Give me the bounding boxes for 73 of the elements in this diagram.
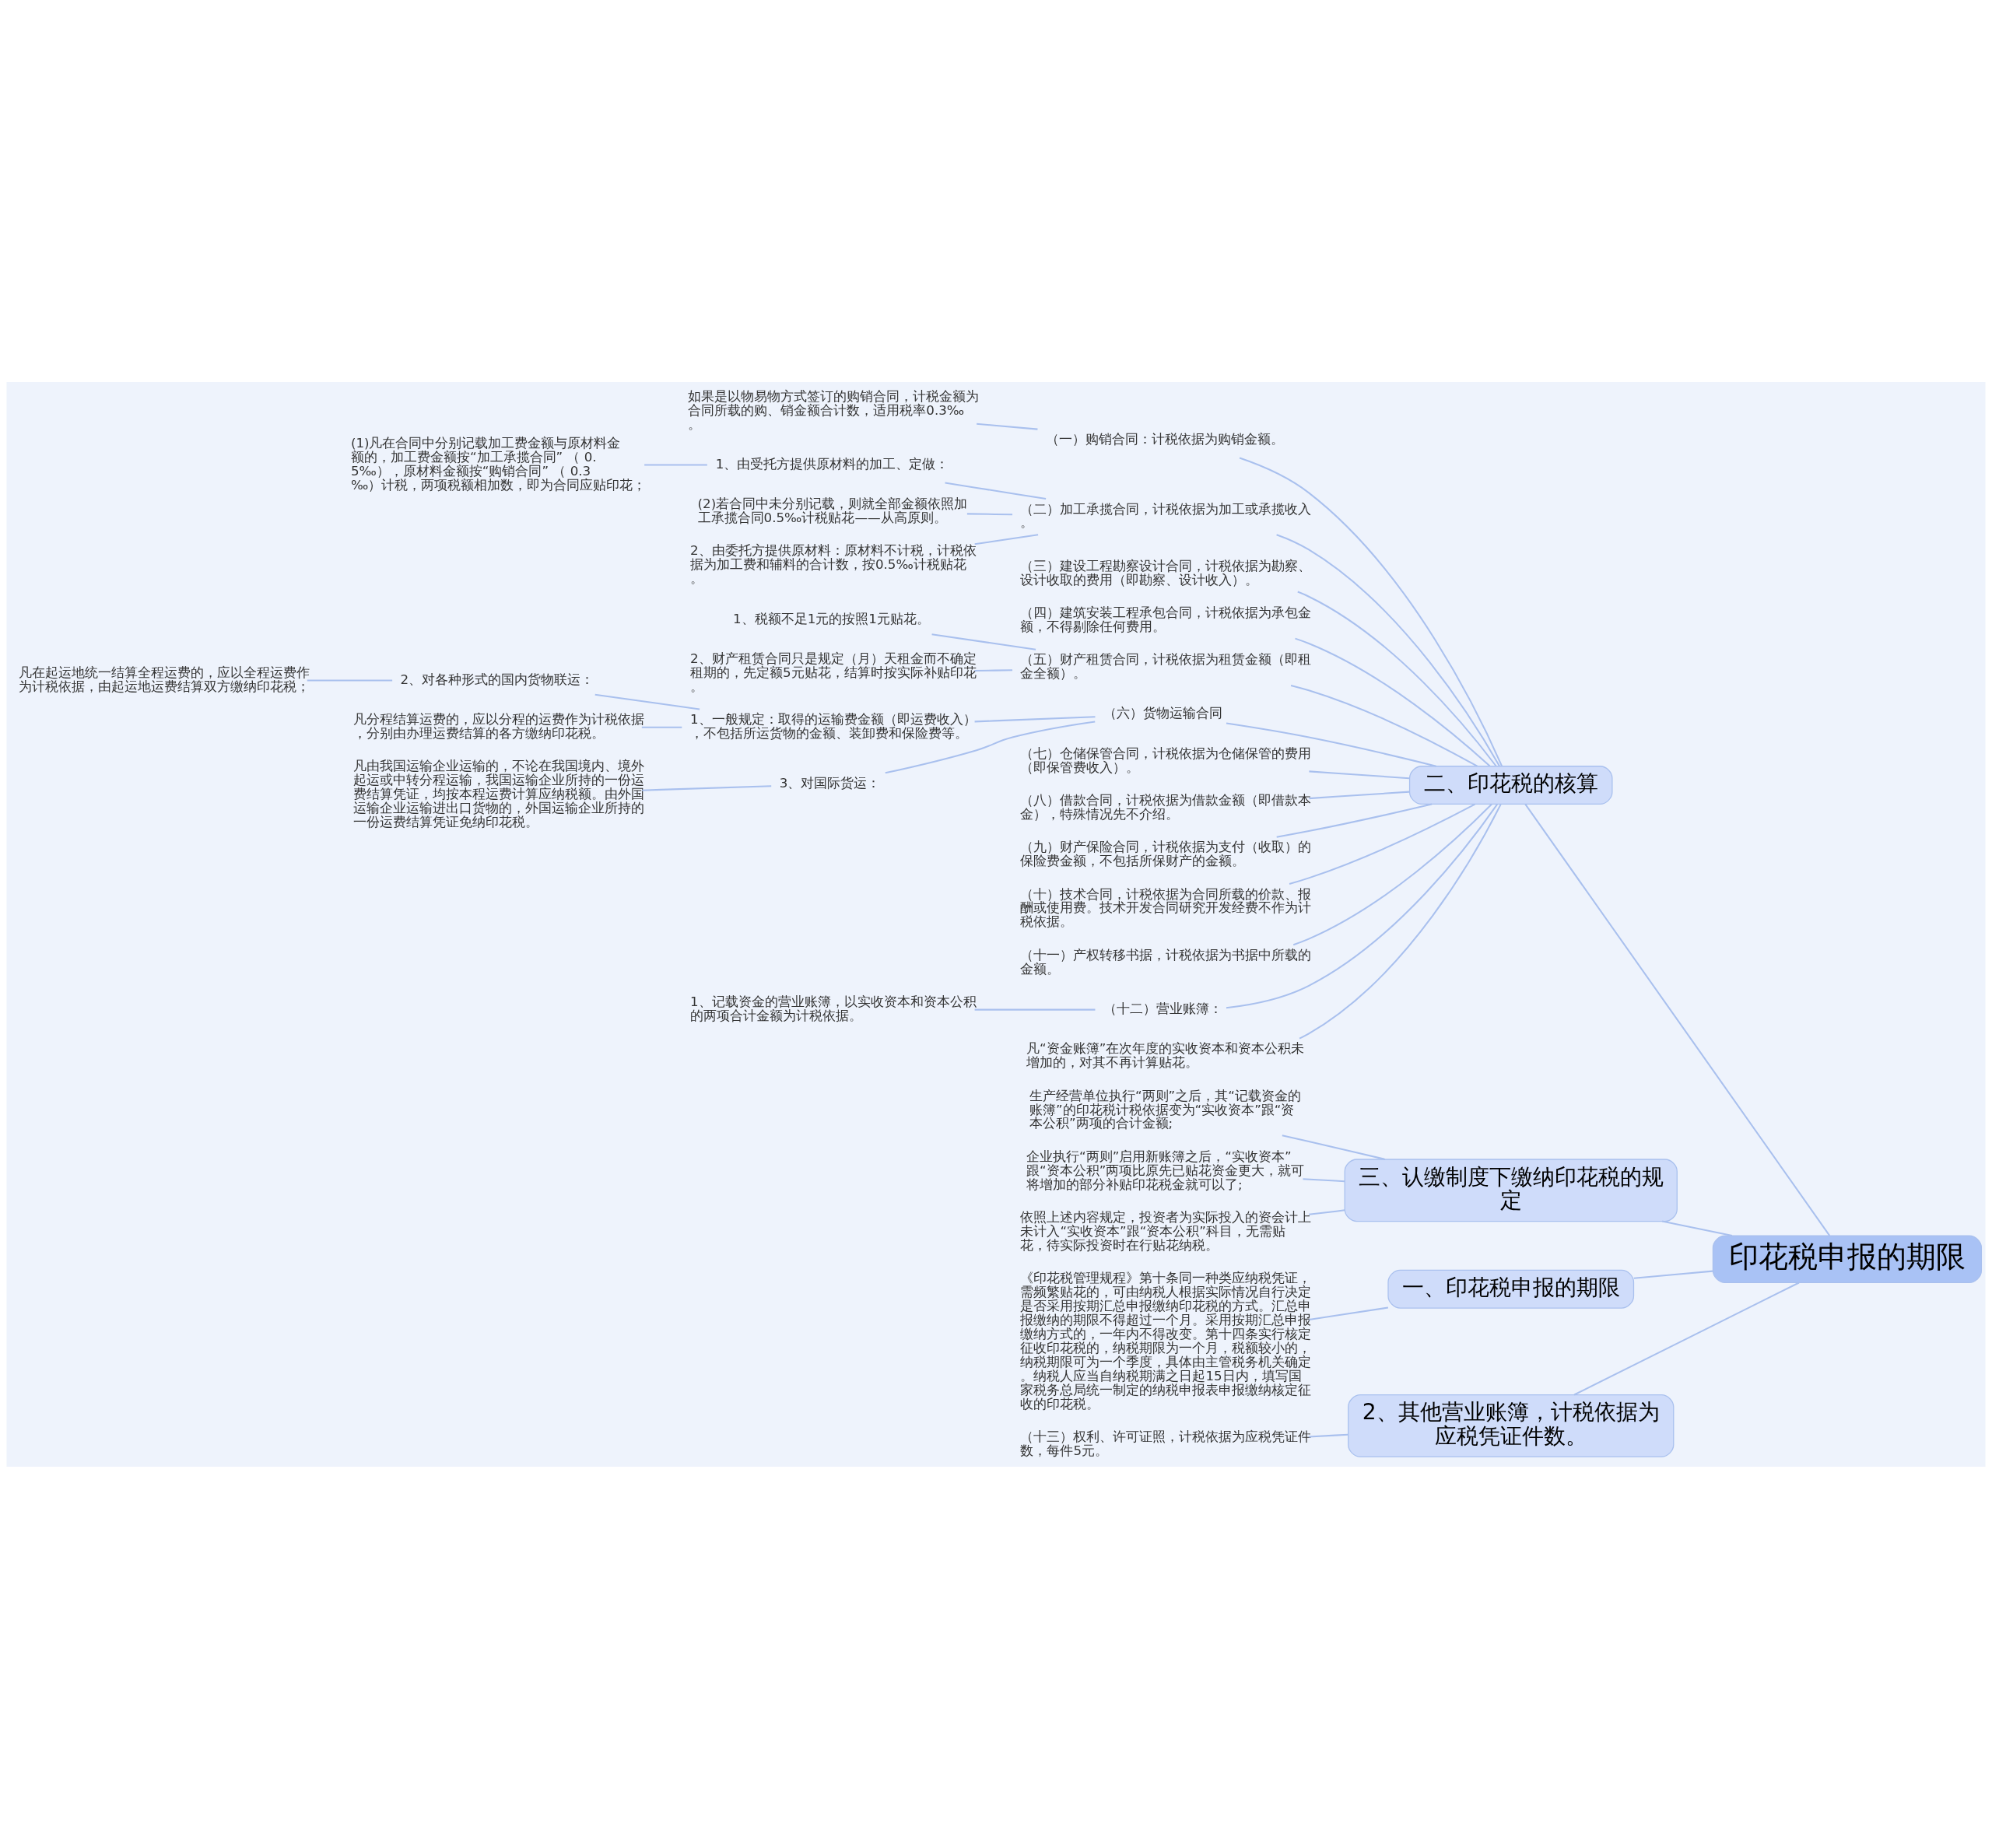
node-text: （十二）营业账簿： — [1103, 1001, 1222, 1016]
connector — [974, 715, 1096, 722]
node-text: 依照上述内容规定，投资者为实际投入的资会计上未计入“实收资本”跟“资本公积”科目，无需贴花，待实际投资时在行贴花纳税。 — [1020, 1209, 1312, 1253]
node-box: 2、其他营业账簿，计税依据为应税凭证件数。 — [1348, 1394, 1675, 1457]
node-text: 凡由我国运输企业运输的，不论在我国境内、境外起运或中转分程运输，我国运输企业所持的一份运费结算凭证，均按本程运费计算应纳税额。由外国运输企业运输进出口货物的，外国运输企业所持的一份运费结算凭证免纳印花税。 — [353, 758, 645, 829]
node-text: （十三）权利、许可证照，计税依据为应税凭证件数，每件5元。 — [1020, 1429, 1312, 1458]
node-text: 3、对国际货运： — [779, 775, 881, 791]
connector — [977, 423, 1038, 430]
node-text: （九）财产保险合同，计税依据为支付（收取）的保险费金额，不包括所保财产的金额。 — [1020, 839, 1312, 868]
node-text: 1、记载资金的营业账簿，以实收资本和资本公积的两项合计金额为计税依据。 — [689, 994, 977, 1023]
connector — [1276, 533, 1500, 766]
connector — [974, 668, 1013, 672]
node-text: （一）购销合同：计税依据为购销金额。 — [1046, 431, 1285, 447]
connector — [1292, 803, 1492, 945]
node-text: （八）借款合同，计税依据为借款金额（即借款本金），特殊情况先不介绍。 — [1020, 792, 1312, 822]
node-text: （十）技术合同，计税依据为合同所载的价款、报酬或使用费。技术开发合同研究开发经费不作为计税依据。 — [1020, 886, 1312, 929]
node-text: 1、由受托方提供原材料的加工、定做： — [715, 456, 949, 472]
connector — [1309, 770, 1410, 779]
connector — [307, 679, 393, 681]
node-text: 2、对各种形式的国内货物联运： — [400, 672, 594, 687]
connector — [1282, 1134, 1386, 1160]
node-text: (2)若合同中未分别记载，则就全部金额依照加工承揽合同0.5‰计税贴花——从高原则。 — [697, 496, 968, 525]
node-text: 如果是以物易物方式签订的购销合同，计税金额为合同所载的购、销金额合计数，适用税率0.3‰。 — [688, 388, 980, 431]
connector — [594, 693, 700, 710]
connector — [1661, 1220, 1733, 1236]
connector — [945, 482, 1047, 500]
connector — [1239, 457, 1503, 766]
connector — [1299, 803, 1502, 1040]
connector — [1309, 1208, 1345, 1215]
node-text: （五）财产租赁合同，计税依据为租赁金额（即租金全额）。 — [1020, 651, 1312, 681]
node-text: （七）仓储保管合同，计税依据为仓储保管的费用（即保管费收入）。 — [1020, 745, 1312, 775]
node-text: 1、一般规定：取得的运输费金额（即运费收入），不包括所运货物的金额、装卸费和保险费等。 — [689, 711, 977, 741]
node-text: 2、由委托方提供原材料：原材料不计税，计税依据为加工费和辅料的合计数，按0.5‰计税贴花。 — [689, 542, 977, 586]
connector — [974, 1008, 1096, 1011]
node-box: 三、认缴制度下缴纳印花税的规定 — [1344, 1158, 1678, 1222]
connector — [641, 726, 682, 728]
node-text: 2、财产租赁合同只是规定（月）天租金而不确定租期的，先定额5元贴花，结算时按实际补贴印花。 — [689, 650, 977, 694]
connector — [1297, 591, 1497, 766]
connector — [1303, 1177, 1345, 1182]
connector — [644, 463, 707, 465]
node-text: (1)凡在合同中分别记载加工费金额与原材料金额的，加工费金额按“加工承揽合同” （ 0.5‰），原材料金额按“购销合同” （ 0.3‰）计税，两项税额相加数，即为合同应贴印花； — [350, 435, 647, 493]
connector — [1309, 1306, 1389, 1320]
node-text: （十一）产权转移书据，计税依据为书据中所载的金额。 — [1020, 947, 1312, 977]
connector — [931, 633, 1036, 650]
node-text: 企业执行“两则”启用新账簿之后，“实收资本”跟“资本公积”两项比原先已贴花资金更大，就可将增加的部分补贴印花税金就可以了; — [1026, 1148, 1305, 1192]
node-text: （三）建设工程勘察设计合同，计税依据为勘察、设计收取的费用（即勘察、设计收入）。 — [1020, 558, 1312, 587]
node-box: 印花税申报的期限 — [1712, 1234, 1983, 1283]
connector — [1573, 1282, 1800, 1395]
connector — [1289, 803, 1475, 885]
connector — [1524, 803, 1831, 1236]
node-text: 凡“资金账簿”在次年度的实收资本和资本公积未增加的，对其不再计算贴花。 — [1026, 1040, 1305, 1070]
connector — [1309, 791, 1410, 799]
node-text: 生产经营单位执行“两则”之后，其“记载资金的账簿”的印花税计税依据变为“实收资本”跟“资本公积”两项的合计金额; — [1029, 1088, 1301, 1131]
connector — [966, 512, 1013, 515]
node-box: 一、印花税申报的期限 — [1387, 1269, 1635, 1309]
node-text: （二）加工承揽合同，计税依据为加工或承揽收入。 — [1020, 501, 1312, 530]
node-text: （六）货物运输合同 — [1103, 705, 1222, 721]
connector — [1226, 722, 1436, 767]
node-text: 1、税额不足1元的按照1元贴花。 — [733, 611, 930, 626]
node-text: 凡分程结算运费的，应以分程的运费作为计税依据，分别由办理运费结算的各方缴纳印花税。 — [353, 711, 645, 741]
connector — [1309, 1433, 1348, 1437]
connector — [1276, 803, 1433, 838]
connector — [642, 784, 772, 791]
node-text: （四）建筑安装工程承包合同，计税依据为承包金额，不得剔除任何费用。 — [1020, 605, 1312, 634]
connector — [1633, 1270, 1713, 1279]
connector — [974, 533, 1039, 545]
node-text: 《印花税管理规程》第十条同一种类应纳税凭证，需频繁贴花的，可由纳税人根据实际情况自行决定是否采用按期汇总申报缴纳印花税的方式。汇总申报缴纳的期限不得超过一个月。采用按期汇总申报缴纳方式的，一年内不得改变。第十四条实行核定征收印花税的，纳税期限为一个月，税额较小的，纳税期限可为一个季度，具体由主管税务机关确定。纳税人应当自纳税期满之日起15日内，填写国家税务总局统一制定的纳税申报表申报缴纳核定征收的印花税。 — [1020, 1270, 1312, 1411]
connector — [1290, 684, 1478, 767]
connector — [1295, 637, 1491, 766]
node-text: 凡在起运地统一结算全程运费的，应以全程运费作为计税依据，由起运地运费结算双方缴纳印花税； — [18, 665, 310, 694]
connector — [1226, 803, 1498, 1008]
node-box: 二、印花税的核算 — [1408, 765, 1613, 805]
connector — [885, 721, 1096, 773]
